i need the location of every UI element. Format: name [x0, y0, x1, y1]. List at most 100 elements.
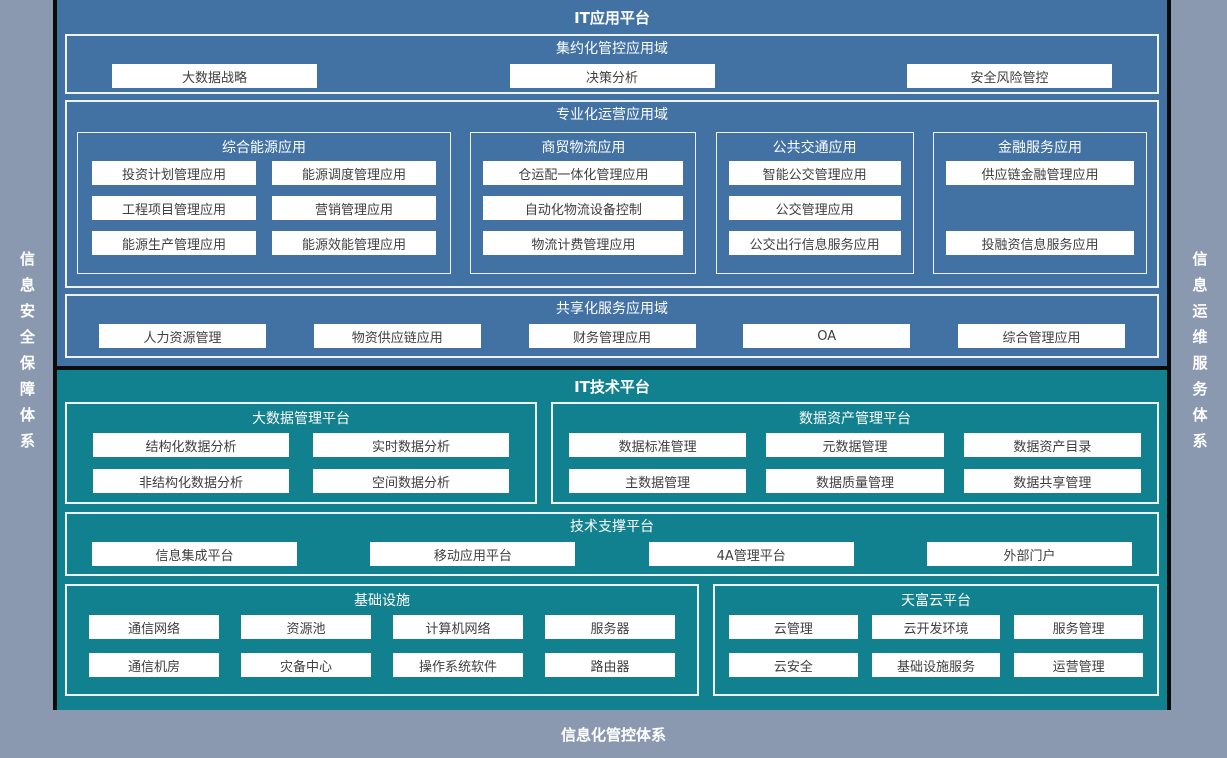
item-box: 数据标准管理	[569, 433, 747, 457]
item-box: 4A管理平台	[648, 542, 854, 566]
cloud-items-grid: 云管理 云开发环境 服务管理 云安全 基础设施服务 运营管理	[715, 614, 1157, 677]
item-box: 云开发环境	[871, 615, 1001, 639]
item-box: 运营管理	[1014, 653, 1143, 677]
section-cloud-title: 天富云平台	[901, 593, 971, 609]
item-box: 自动化物流设备控制	[483, 196, 684, 220]
item-box: 能源效能管理应用	[272, 231, 436, 255]
section-intensive-control: 集约化管控应用域 大数据战略 决策分析 安全风险管控	[65, 34, 1159, 94]
item-box: 安全风险管控	[907, 64, 1112, 88]
intensive-items-row: 大数据战略 决策分析 安全风险管控	[67, 60, 1157, 88]
item-box: 数据共享管理	[963, 469, 1141, 493]
group-public-transport: 公共交通应用 智能公交管理应用 公交管理应用 公交出行信息服务应用	[715, 132, 914, 274]
item-box: 主数据管理	[569, 469, 747, 493]
tech-support-items-row: 信息集成平台 移动应用平台 4A管理平台 外部门户	[67, 538, 1157, 566]
tech-row-data-platforms: 大数据管理平台 结构化数据分析 实时数据分析 非结构化数据分析 空间数据分析 数…	[65, 402, 1159, 504]
item-box: 通信网络	[89, 615, 219, 639]
group-title: 金融服务应用	[997, 139, 1082, 156]
section-intensive-title: 集约化管控应用域	[556, 41, 668, 57]
group-title: 综合能源应用	[222, 139, 306, 156]
item-box: 数据资产目录	[963, 433, 1141, 457]
item-box: 综合管理应用	[958, 324, 1125, 348]
tech-row-infrastructure: 基础设施 通信网络 资源池 计算机网络 服务器 通信机房 灾备中心 操作系统软件…	[65, 584, 1159, 696]
item-box: 基础设施服务	[871, 653, 1001, 677]
section-data-asset-title: 数据资产管理平台	[799, 411, 911, 427]
item-box: 计算机网络	[393, 615, 523, 639]
item-box: 信息集成平台	[92, 542, 297, 566]
item-box: 服务器	[545, 615, 675, 639]
section-bigdata-platform: 大数据管理平台 结构化数据分析 实时数据分析 非结构化数据分析 空间数据分析	[65, 402, 537, 504]
section-professional-operations: 专业化运营应用域 综合能源应用 投资计划管理应用 能源调度管理应用 工程项目管理…	[65, 100, 1159, 288]
item-box: 操作系统软件	[393, 653, 523, 677]
group-title: 公共交通应用	[772, 139, 857, 156]
item-box: 智能公交管理应用	[728, 161, 901, 185]
item-box: 通信机房	[89, 653, 219, 677]
group-financial-services: 金融服务应用 供应链金融管理应用 投融资信息服务应用	[932, 132, 1147, 274]
item-box: 路由器	[545, 653, 675, 677]
group-integrated-energy: 综合能源应用 投资计划管理应用 能源调度管理应用 工程项目管理应用 营销管理应用…	[77, 132, 451, 274]
bigdata-items-grid: 结构化数据分析 实时数据分析 非结构化数据分析 空间数据分析	[67, 432, 535, 493]
governance-footer-bar: 信息化管控体系	[0, 710, 1227, 758]
item-box: 财务管理应用	[528, 324, 696, 348]
shared-items-row: 人力资源管理 物资供应链应用 财务管理应用 OA 综合管理应用	[67, 320, 1157, 348]
item-box: 营销管理应用	[272, 196, 436, 220]
app-platform-title: IT应用平台	[574, 8, 650, 27]
section-tianfu-cloud-platform: 天富云平台 云管理 云开发环境 服务管理 云安全 基础设施服务 运营管理	[713, 584, 1159, 696]
left-pillar-label: 信息安全保障体系	[18, 251, 36, 459]
item-box: 公交管理应用	[728, 196, 901, 220]
item-box: 投融资信息服务应用	[945, 231, 1134, 255]
it-application-platform: IT应用平台 集约化管控应用域 大数据战略 决策分析 安全风险管控 专业化运营应…	[57, 0, 1167, 366]
section-data-asset-platform: 数据资产管理平台 数据标准管理 元数据管理 数据资产目录 主数据管理 数据质量管…	[551, 402, 1159, 504]
item-box: 实时数据分析	[313, 433, 509, 457]
left-pillar: 信息安全保障体系	[0, 0, 53, 710]
item-box: 供应链金融管理应用	[945, 161, 1134, 185]
section-shared-services: 共享化服务应用域 人力资源管理 物资供应链应用 财务管理应用 OA 综合管理应用	[65, 294, 1159, 358]
item-box: 外部门户	[926, 542, 1132, 566]
section-professional-title: 专业化运营应用域	[556, 107, 668, 123]
item-box: 投资计划管理应用	[92, 161, 256, 185]
item-box: 公交出行信息服务应用	[728, 231, 901, 255]
item-box: OA	[743, 324, 911, 348]
right-pillar: 信息运维服务体系	[1171, 0, 1227, 710]
item-box: 物资供应链应用	[313, 324, 481, 348]
it-technology-platform: IT技术平台 大数据管理平台 结构化数据分析 实时数据分析 非结构化数据分析 空…	[57, 370, 1167, 710]
left-divider	[53, 0, 57, 710]
item-box: 灾备中心	[241, 653, 371, 677]
item-box: 能源调度管理应用	[272, 161, 436, 185]
professional-groups-row: 综合能源应用 投资计划管理应用 能源调度管理应用 工程项目管理应用 营销管理应用…	[67, 126, 1157, 274]
item-box: 资源池	[241, 615, 371, 639]
item-box: 数据质量管理	[766, 469, 944, 493]
section-infrastructure-title: 基础设施	[354, 593, 410, 609]
data-asset-items-grid: 数据标准管理 元数据管理 数据资产目录 主数据管理 数据质量管理 数据共享管理	[553, 432, 1157, 493]
item-box: 服务管理	[1014, 615, 1143, 639]
section-tech-support-platform: 技术支撑平台 信息集成平台 移动应用平台 4A管理平台 外部门户	[65, 512, 1159, 576]
item-box: 非结构化数据分析	[93, 469, 289, 493]
section-bigdata-title: 大数据管理平台	[252, 411, 350, 427]
section-tech-support-title: 技术支撑平台	[570, 519, 654, 535]
item-box: 能源生产管理应用	[92, 231, 256, 255]
item-box: 大数据战略	[112, 64, 317, 88]
item-box: 云安全	[729, 653, 858, 677]
item-box: 元数据管理	[766, 433, 944, 457]
group-items-grid: 智能公交管理应用 公交管理应用 公交出行信息服务应用	[717, 160, 913, 255]
main-panel: IT应用平台 集约化管控应用域 大数据战略 决策分析 安全风险管控 专业化运营应…	[57, 0, 1167, 710]
section-infrastructure: 基础设施 通信网络 资源池 计算机网络 服务器 通信机房 灾备中心 操作系统软件…	[65, 584, 699, 696]
group-items-grid: 供应链金融管理应用 投融资信息服务应用	[934, 160, 1146, 255]
item-box: 物流计费管理应用	[483, 231, 684, 255]
section-shared-title: 共享化服务应用域	[556, 301, 668, 317]
group-trade-logistics: 商贸物流应用 仓运配一体化管理应用 自动化物流设备控制 物流计费管理应用	[470, 132, 697, 274]
tech-platform-title: IT技术平台	[574, 377, 650, 396]
item-box: 人力资源管理	[99, 324, 266, 348]
infrastructure-items-grid: 通信网络 资源池 计算机网络 服务器 通信机房 灾备中心 操作系统软件 路由器	[67, 614, 697, 677]
right-pillar-label: 信息运维服务体系	[1190, 251, 1209, 459]
item-box: 工程项目管理应用	[92, 196, 256, 220]
item-box: 决策分析	[509, 64, 715, 88]
item-box: 结构化数据分析	[93, 433, 289, 457]
group-title: 商贸物流应用	[541, 139, 626, 156]
item-box: 云管理	[729, 615, 858, 639]
item-box: 移动应用平台	[370, 542, 576, 566]
item-box: 空间数据分析	[313, 469, 509, 493]
item-box: 仓运配一体化管理应用	[483, 161, 684, 185]
group-items-grid: 投资计划管理应用 能源调度管理应用 工程项目管理应用 营销管理应用 能源生产管理…	[78, 160, 450, 255]
right-divider	[1167, 0, 1171, 710]
